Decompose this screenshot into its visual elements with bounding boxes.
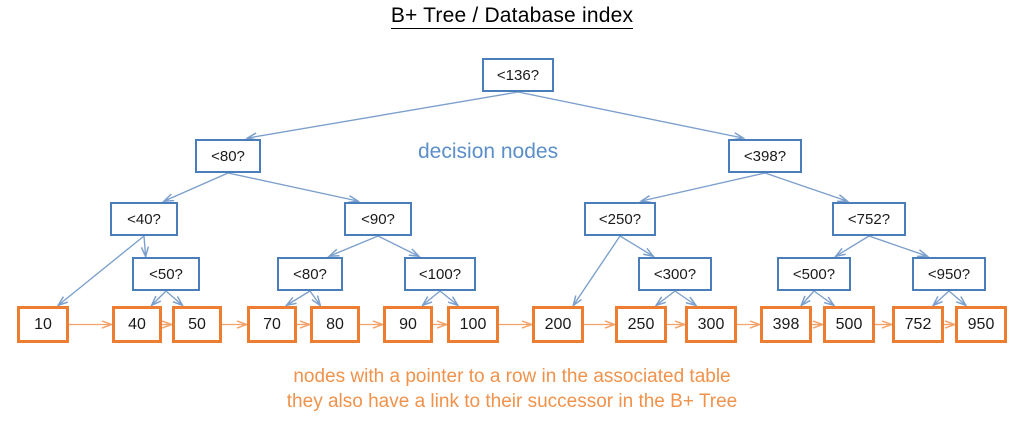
- decision-node-d50[interactable]: <50?: [132, 257, 200, 291]
- tree-edge-d300-to-l250: [657, 290, 676, 305]
- leaf-node-label: 398: [772, 315, 800, 333]
- leaf-node-label: 500: [835, 315, 863, 333]
- decision-node-d500[interactable]: <500?: [777, 257, 851, 291]
- decision-node-label: <90?: [361, 210, 395, 228]
- tree-edges: [59, 91, 966, 305]
- leaf-node-l50[interactable]: 50: [172, 306, 222, 343]
- decision-node-d136[interactable]: <136?: [482, 58, 554, 92]
- tree-edge-d500-to-l500: [813, 290, 833, 305]
- tree-edge-d100-to-l100: [439, 290, 457, 305]
- decision-node-label: <500?: [792, 265, 836, 283]
- decision-node-d950[interactable]: <950?: [912, 257, 986, 291]
- leaf-node-label: 50: [188, 315, 206, 333]
- decision-node-label: <80?: [211, 147, 245, 165]
- legend-decision-nodes: decision nodes: [418, 140, 558, 164]
- decision-node-label: <752?: [847, 210, 891, 228]
- leaf-node-label: 10: [34, 315, 52, 333]
- leaf-node-l398[interactable]: 398: [760, 306, 812, 343]
- tree-edge-d300-to-l300: [674, 290, 695, 305]
- page-title-text: B+ Tree / Database index: [390, 4, 634, 29]
- decision-node-label: <80?: [293, 265, 327, 283]
- tree-edge-d40-to-l10: [59, 235, 145, 305]
- leaf-node-label: 250: [627, 315, 655, 333]
- tree-edge-d50-to-l50: [165, 290, 182, 305]
- leaf-node-l10[interactable]: 10: [17, 306, 69, 343]
- leaf-node-l80[interactable]: 80: [310, 306, 360, 343]
- decision-node-d752[interactable]: <752?: [832, 202, 906, 236]
- tree-edge-d40-to-d50: [144, 235, 146, 256]
- leaf-node-label: 90: [399, 315, 417, 333]
- leaf-node-l250[interactable]: 250: [615, 306, 667, 343]
- leaf-node-l752[interactable]: 752: [892, 306, 944, 343]
- tree-edge-d398-to-d250: [642, 172, 766, 201]
- decision-node-d80[interactable]: <80?: [195, 139, 261, 173]
- leaf-node-l950[interactable]: 950: [955, 306, 1007, 343]
- leaf-node-label: 950: [967, 315, 995, 333]
- tree-edge-d80-to-d40: [164, 172, 229, 201]
- leaf-caption-line1: nodes with a pointer to a row in the ass…: [293, 366, 731, 387]
- leaf-caption: nodes with a pointer to a row in the ass…: [0, 364, 1024, 414]
- tree-edge-d250-to-d300: [619, 235, 653, 256]
- legend-decision-nodes-label: decision nodes: [418, 140, 559, 163]
- leaf-caption-line2: they also have a link to their successor…: [286, 391, 738, 412]
- tree-edge-d398-to-d752: [764, 172, 847, 201]
- decision-node-d40[interactable]: <40?: [110, 202, 178, 236]
- leaf-node-label: 752: [904, 315, 932, 333]
- decision-node-d398[interactable]: <398?: [728, 139, 802, 173]
- decision-node-d90[interactable]: <90?: [344, 202, 412, 236]
- leaf-node-label: 80: [326, 315, 344, 333]
- tree-edge-d950-to-l752: [934, 290, 950, 305]
- tree-edge-d250-to-l200: [574, 235, 621, 305]
- decision-node-d250[interactable]: <250?: [584, 202, 656, 236]
- tree-edge-d136-to-d80: [248, 91, 519, 138]
- decision-node-d100[interactable]: <100?: [404, 257, 476, 291]
- decision-node-label: <300?: [653, 265, 697, 283]
- tree-edge-d50-to-l40: [152, 290, 167, 305]
- tree-edge-d136-to-d398: [517, 91, 743, 138]
- leaf-node-l200[interactable]: 200: [532, 306, 584, 343]
- decision-node-label: <40?: [127, 210, 161, 228]
- page-title: B+ Tree / Database index: [0, 4, 1024, 29]
- decision-node-label: <398?: [743, 147, 787, 165]
- decision-node-d300[interactable]: <300?: [638, 257, 712, 291]
- tree-edge-d90-to-d100: [377, 235, 418, 256]
- decision-node-label: <50?: [149, 265, 183, 283]
- decision-node-label: <250?: [598, 210, 642, 228]
- decision-node-label: <950?: [927, 265, 971, 283]
- leaf-node-label: 300: [697, 315, 725, 333]
- tree-edge-d80b-to-l80: [309, 290, 320, 305]
- leaf-node-l300[interactable]: 300: [685, 306, 737, 343]
- leaf-node-l100[interactable]: 100: [447, 306, 499, 343]
- tree-edge-d90-to-d80b: [330, 235, 379, 256]
- tree-edge-d100-to-l90: [423, 290, 441, 305]
- decision-node-d80b[interactable]: <80?: [277, 257, 343, 291]
- leaf-node-l70[interactable]: 70: [247, 306, 297, 343]
- leaf-node-label: 70: [263, 315, 281, 333]
- tree-edge-d950-to-l950: [948, 290, 965, 305]
- leaf-node-label: 40: [128, 315, 146, 333]
- tree-edge-d80b-to-l70: [287, 290, 311, 305]
- tree-edge-d500-to-l398: [802, 290, 815, 305]
- decision-node-label: <100?: [418, 265, 462, 283]
- leaf-node-l40[interactable]: 40: [112, 306, 162, 343]
- leaf-node-l500[interactable]: 500: [823, 306, 875, 343]
- tree-edge-d80-to-d90: [227, 172, 358, 201]
- tree-edge-d752-to-d500: [836, 235, 870, 256]
- decision-node-label: <136?: [496, 66, 540, 84]
- tree-edge-d752-to-d950: [868, 235, 927, 256]
- leaf-node-label: 100: [459, 315, 487, 333]
- leaf-node-l90[interactable]: 90: [383, 306, 433, 343]
- leaf-node-label: 200: [544, 315, 572, 333]
